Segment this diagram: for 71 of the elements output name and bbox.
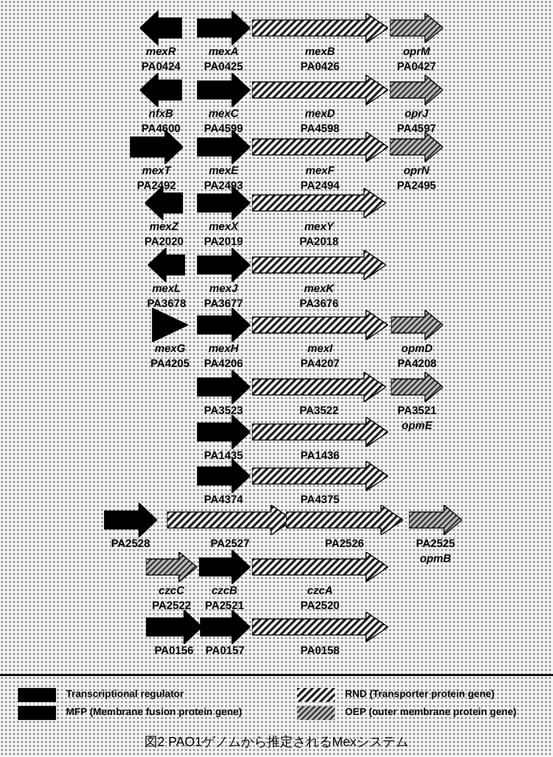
locus-tag: PA3522 (300, 405, 338, 418)
gene-name: opmD (401, 343, 433, 356)
locus-tag: PA2492 (137, 180, 176, 193)
gene-name: mexB (305, 46, 335, 59)
locus-tag: PA3678 (147, 298, 186, 311)
gene-name: mexH (208, 343, 238, 356)
locus-tag: PA0157 (206, 645, 244, 658)
locus-tag: PA4600 (142, 123, 180, 136)
locus-tag: PA4597 (397, 123, 436, 136)
locus-tag: PA2019 (204, 236, 243, 249)
gene-name: mexI (307, 343, 333, 356)
locus-tag: PA3523 (204, 405, 243, 418)
locus-tag: PA4374 (204, 494, 243, 507)
legend-text: MFP (Membrane fusion protein gene) (66, 707, 242, 719)
locus-tag: PA0427 (397, 61, 436, 74)
gene-name: mexG (154, 343, 186, 356)
gene-name: mexR (146, 46, 176, 59)
gene-name: nfxB (148, 108, 174, 121)
gene-name: mexA (208, 46, 238, 59)
locus-tag: PA4375 (300, 494, 340, 507)
gene-name: czcC (158, 585, 184, 598)
locus-tag: PA2522 (152, 600, 191, 613)
caption: 図2 PAO1ゲノムから推定されるMexシステム (144, 734, 409, 749)
locus-tag: PA4206 (204, 358, 243, 371)
gene-name: mexC (208, 108, 238, 121)
locus-tag: PA4598 (300, 123, 340, 136)
locus-tag: PA2495 (397, 180, 436, 193)
locus-tag: PA0156 (154, 645, 194, 658)
legend-text: Transcriptional regulator (66, 689, 184, 701)
legend-text: OEP (outer membrane protein gene) (345, 707, 517, 719)
locus-tag: PA4205 (150, 358, 190, 371)
gene-name: czcB (212, 585, 238, 598)
gene-name: mexD (305, 108, 335, 121)
locus-tag: PA2494 (300, 180, 340, 193)
locus-tag: PA2528 (111, 538, 150, 551)
locus-tag: PA0425 (204, 61, 243, 74)
gene-name: mexZ (150, 221, 178, 234)
locus-tag: PA2020 (144, 236, 184, 249)
gene-name: opmB (420, 553, 452, 566)
gene-name: czcA (307, 585, 333, 598)
gene-name: mexK (304, 283, 334, 296)
gene-name: mexE (208, 165, 238, 178)
locus-tag: PA0424 (142, 61, 180, 74)
gene-name: oprM (403, 46, 430, 59)
locus-tag: PA2527 (210, 538, 250, 551)
locus-tag: PA2018 (300, 236, 338, 249)
locus-tag: PA0158 (300, 645, 340, 658)
gene-name: oprN (404, 165, 430, 178)
gene-name: mexF (306, 165, 334, 178)
locus-tag: PA2525 (416, 538, 455, 551)
gene-name: mexX (208, 221, 238, 234)
gene-name: opmE (402, 420, 432, 433)
locus-tag: PA4599 (204, 123, 243, 136)
locus-tag: PA3677 (204, 298, 243, 311)
gene-name: mexY (304, 221, 334, 234)
locus-tag: PA1435 (204, 450, 243, 463)
locus-tag: PA0426 (300, 61, 340, 74)
gene-name: mexJ (209, 283, 238, 296)
gene-name: mexT (142, 165, 171, 178)
locus-tag: PA4207 (300, 358, 340, 371)
gene-name: mexL (152, 283, 181, 296)
locus-tag: PA2526 (325, 538, 364, 551)
locus-tag: PA2520 (300, 600, 340, 613)
locus-tag: PA3676 (300, 298, 338, 311)
locus-tag: PA2521 (205, 600, 244, 613)
locus-tag: PA2493 (204, 180, 243, 193)
gene-name: oprJ (404, 108, 428, 121)
locus-tag: PA3521 (398, 405, 436, 418)
locus-tag: PA1436 (300, 450, 340, 463)
legend-text: RND (Transporter protein gene) (345, 689, 494, 701)
locus-tag: PA4208 (398, 358, 436, 371)
